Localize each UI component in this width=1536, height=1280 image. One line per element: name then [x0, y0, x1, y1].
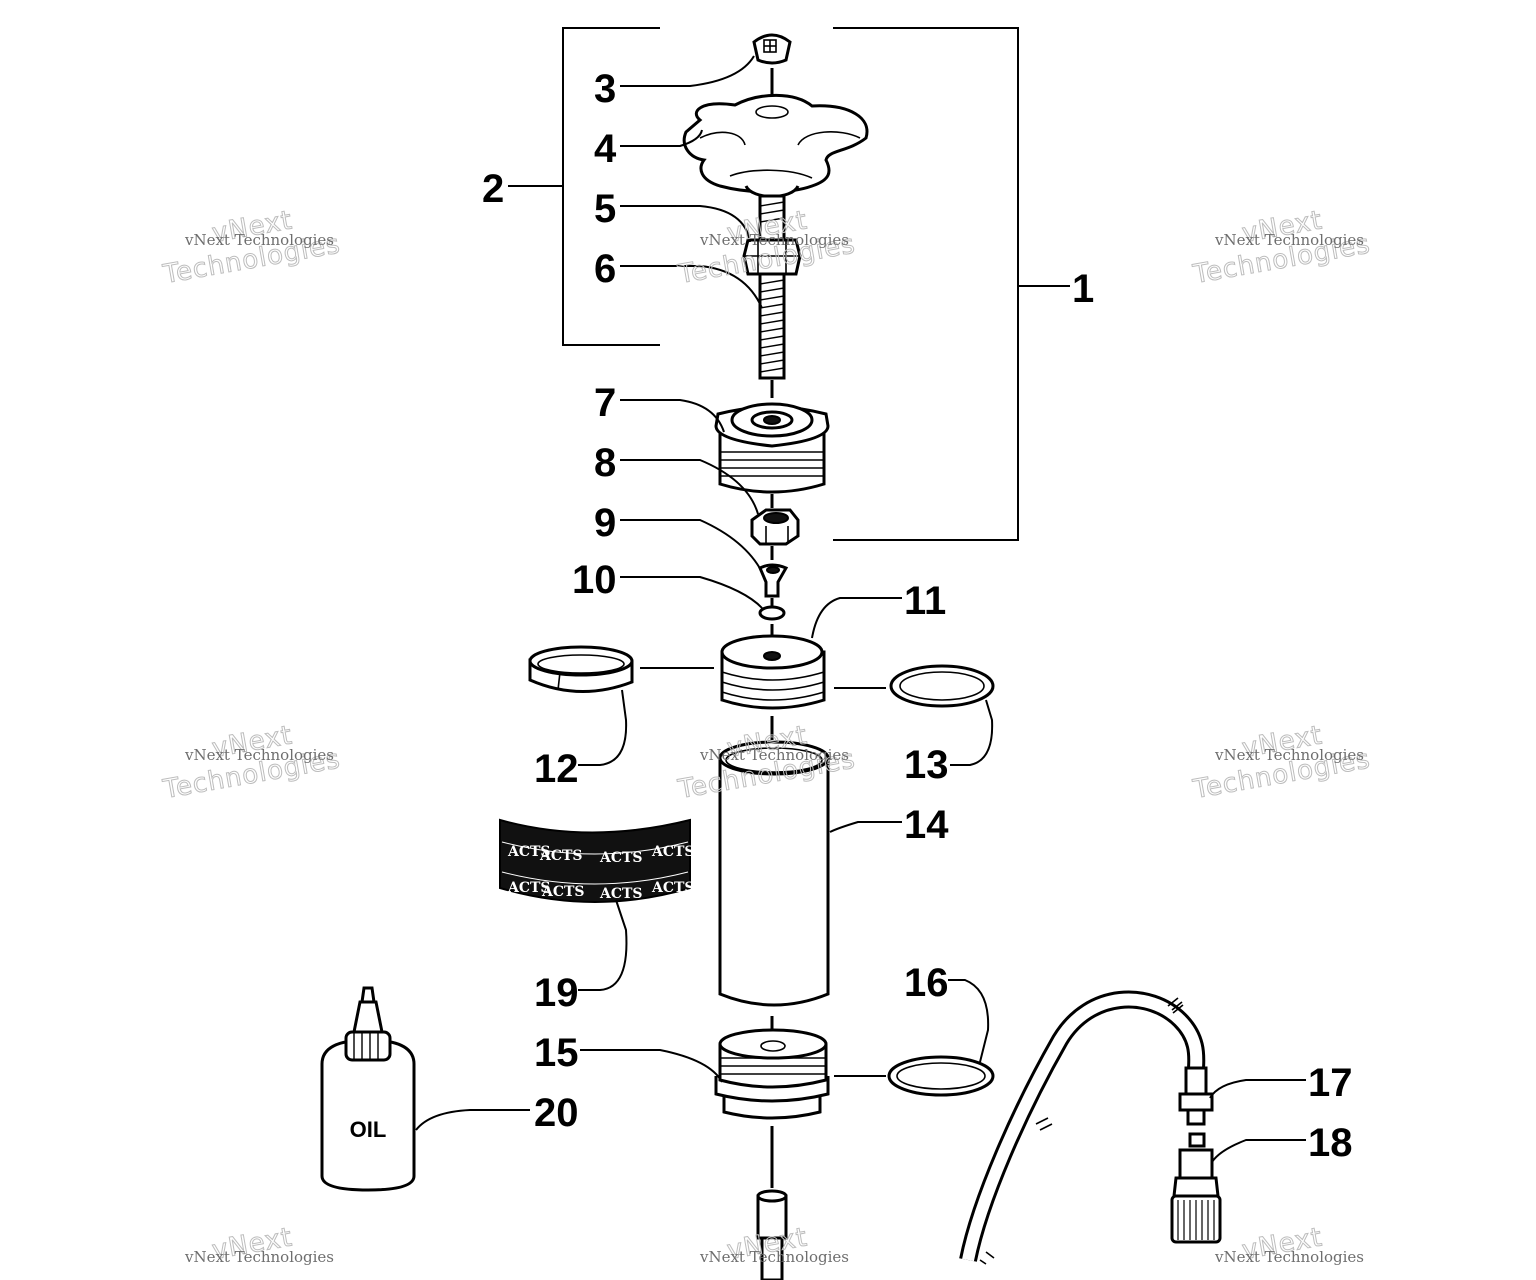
bottom-fitting — [756, 1189, 788, 1280]
callout-labels: 1 2 3 4 5 6 7 8 9 10 11 12 13 14 15 16 1… — [482, 67, 1353, 1165]
callout-12: 12 — [534, 747, 579, 791]
svg-text:vNext Technologies: vNext Technologies — [1214, 1248, 1364, 1266]
callout-2: 2 — [482, 167, 504, 211]
part-11-piston — [720, 634, 826, 710]
bracket-assembly-2 — [508, 27, 660, 346]
oil-label: OIL — [350, 1117, 387, 1142]
part-15-bottom-plug — [714, 1028, 830, 1120]
decal-logo-text: ACTS — [651, 844, 695, 860]
callout-4: 4 — [594, 127, 617, 171]
watermark: vNext Technologies vNext Technologies — [160, 720, 344, 806]
callout-13: 13 — [904, 743, 949, 787]
part-8-hex-nut — [750, 508, 800, 546]
decal-logo-text: ACTS — [599, 850, 643, 866]
callout-3: 3 — [594, 67, 616, 111]
svg-text:vNext Technologies: vNext Technologies — [699, 1248, 849, 1266]
callout-5: 5 — [594, 187, 616, 231]
svg-text:vNext Technologies: vNext Technologies — [184, 231, 334, 249]
callout-17: 17 — [1308, 1061, 1353, 1105]
hose-assembly — [959, 990, 1206, 1265]
decal-logo-text: ACTS — [541, 884, 585, 900]
watermark: vNext vNext Technologies — [699, 1222, 849, 1267]
svg-text:vNext Technologies: vNext Technologies — [184, 746, 334, 764]
part-13-o-ring — [889, 664, 995, 708]
svg-text:vNext Technologies: vNext Technologies — [699, 746, 849, 764]
decal-logo-text: ACTS — [599, 886, 643, 902]
callout-15: 15 — [534, 1031, 579, 1075]
svg-text:vNext Technologies: vNext Technologies — [699, 231, 849, 249]
decal-logo-text: ACTS — [507, 880, 551, 896]
part-10-washer — [758, 605, 786, 621]
svg-text:vNext Technologies: vNext Technologies — [1214, 746, 1364, 764]
watermark: vNext Technologies vNext Technologies — [160, 205, 344, 291]
watermark: vNext vNext Technologies — [184, 1222, 334, 1267]
decal-logo-text: ACTS — [507, 844, 551, 860]
svg-text:vNext Technologies: vNext Technologies — [184, 1248, 334, 1266]
callout-11: 11 — [904, 579, 946, 623]
decal-logo-text: ACTS — [651, 880, 695, 896]
callout-1: 1 — [1072, 267, 1094, 311]
part-16-o-ring — [887, 1055, 995, 1097]
part-14-cylinder — [718, 740, 830, 1007]
callout-14: 14 — [904, 803, 949, 847]
part-6-threaded-rod — [758, 194, 786, 380]
callout-6: 6 — [594, 247, 616, 291]
part-17-hose-fitting — [1178, 1066, 1214, 1126]
callout-18: 18 — [1308, 1121, 1353, 1165]
callout-20: 20 — [534, 1091, 579, 1135]
part-9-screw — [758, 563, 789, 598]
part-19-decal: ACTS ACTS ACTS ACTS ACTS ACTS ACTS ACTS — [499, 818, 695, 903]
callout-8: 8 — [594, 441, 616, 485]
part-18-quick-coupler — [1170, 1132, 1222, 1244]
callout-9: 9 — [594, 501, 616, 545]
watermark: vNext Technologies vNext Technologies — [1190, 205, 1374, 291]
leader-lines — [415, 55, 1306, 1163]
watermark: vNext vNext Technologies — [1214, 1222, 1364, 1267]
callout-7: 7 — [594, 381, 616, 425]
decal-logo-text: ACTS — [539, 848, 583, 864]
svg-text:vNext Technologies: vNext Technologies — [1214, 231, 1364, 249]
callout-19: 19 — [534, 971, 579, 1015]
part-20-oil-bottle: OIL — [320, 986, 416, 1192]
watermark: vNext Technologies vNext Technologies — [1190, 720, 1374, 806]
part-4-star-knob — [682, 93, 869, 198]
part-5-jam-nut — [742, 238, 802, 276]
part-12-band-ring — [528, 645, 634, 694]
callout-10: 10 — [572, 558, 617, 602]
part-3-cap — [752, 33, 792, 65]
bracket-assembly-1 — [833, 27, 1070, 541]
part-7-top-plug — [714, 402, 830, 494]
callout-16: 16 — [904, 961, 949, 1005]
